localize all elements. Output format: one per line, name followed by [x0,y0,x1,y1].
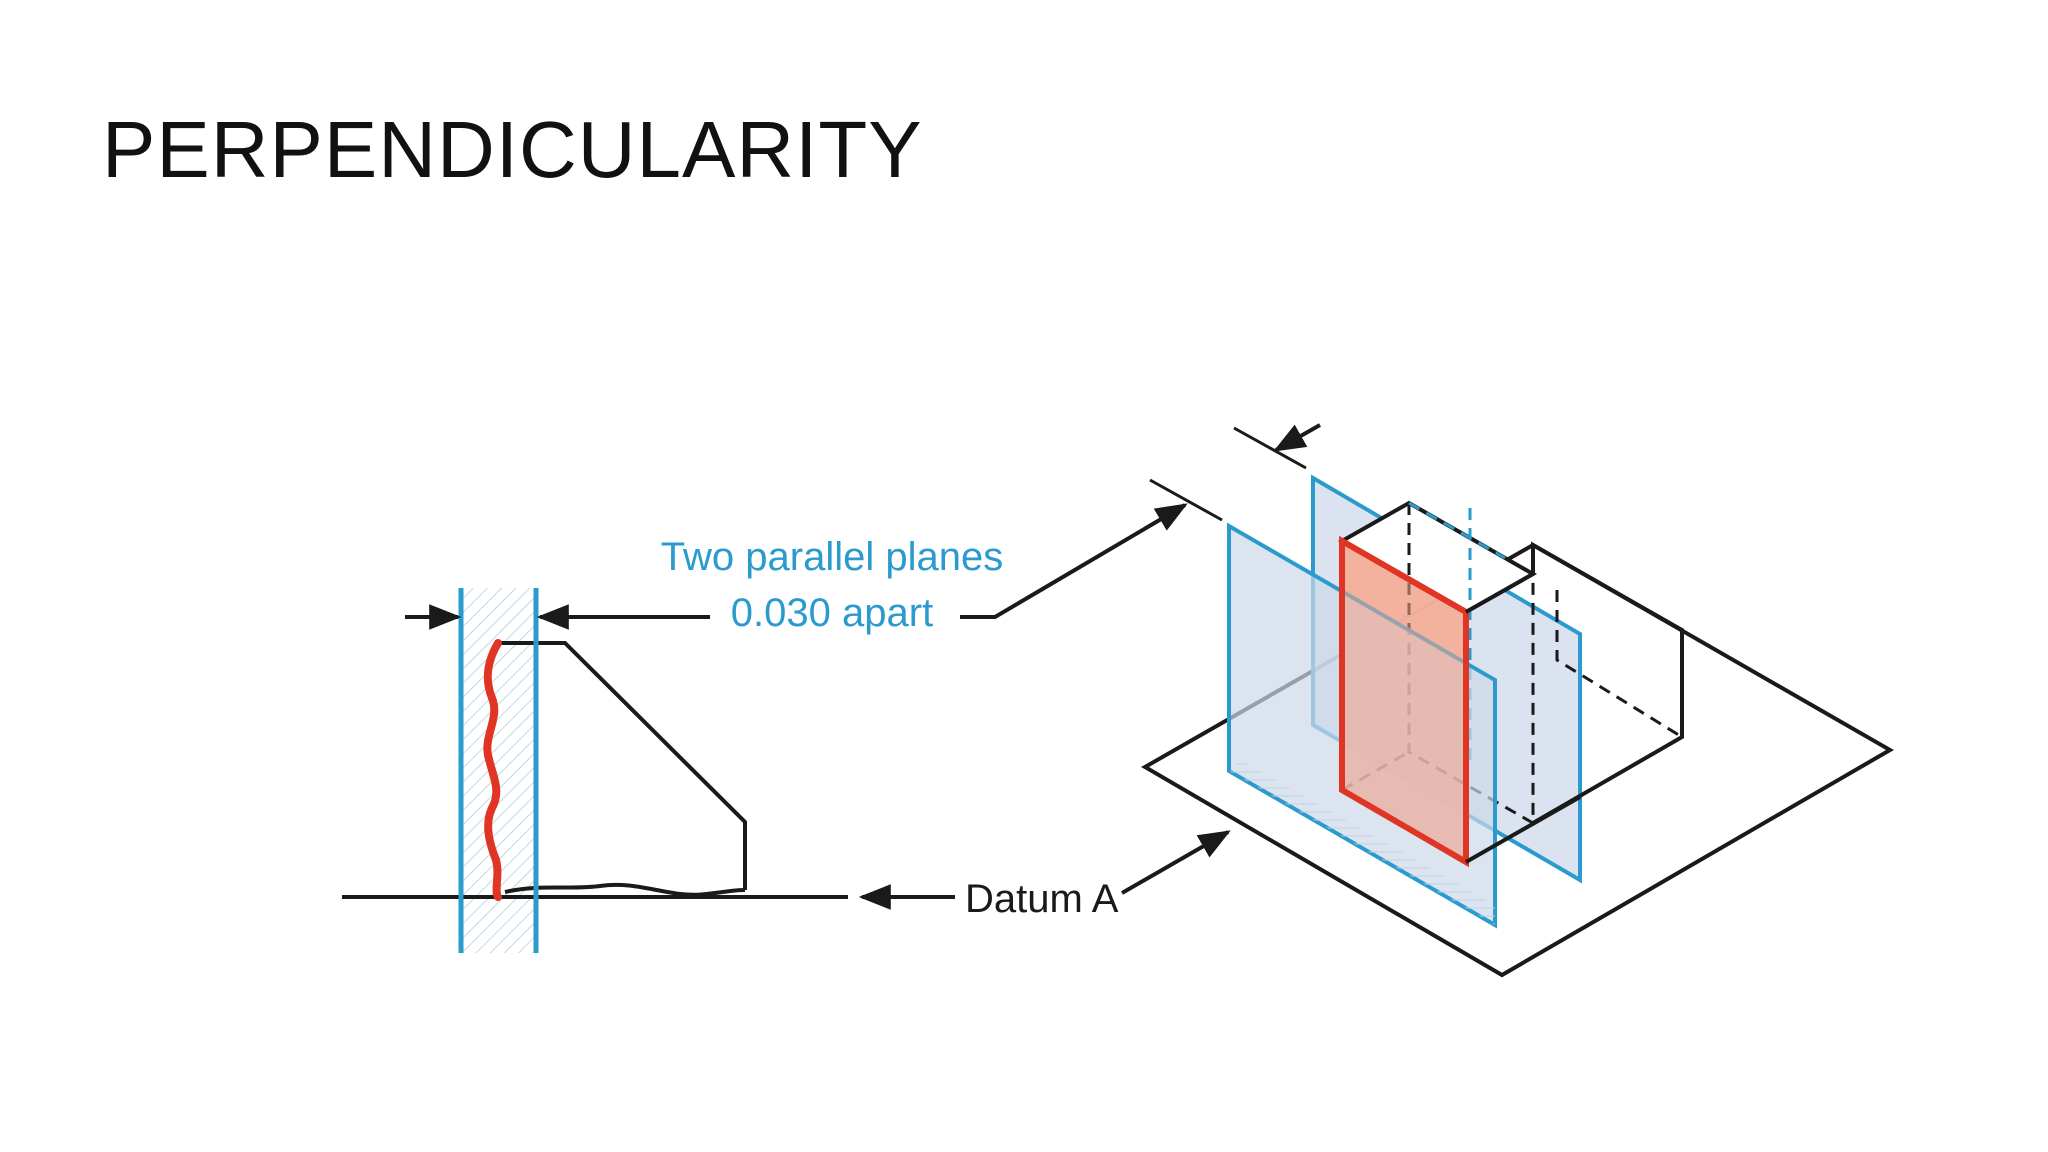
actual-surface-profile [483,639,502,901]
slide-title: PERPENDICULARITY [102,105,923,194]
leader-planes [960,503,1188,619]
callouts: Two parallel planes 0.030 apart Datum A [661,503,1231,921]
side-view [342,588,848,953]
dim-ext-line-1 [1149,478,1223,522]
part-outline [498,641,747,890]
dim-ext-line-2 [1233,426,1307,470]
part-bottom-edge [504,882,746,897]
callout-planes-line1: Two parallel planes [661,535,1003,579]
block-right-front-edge [1465,795,1581,864]
block-visible-edges [1465,572,1534,614]
dim-arrow-top [1273,423,1321,452]
callout-planes-line2: 0.030 apart [731,591,933,635]
isometric-view [1141,423,1895,978]
callout-datum: Datum A [965,877,1119,921]
tolerance-plane-front-hatch [1229,760,1495,925]
rear-wall-hidden [1555,590,1683,739]
leader-datum-right [1121,830,1231,895]
rear-wall [1531,541,1684,825]
